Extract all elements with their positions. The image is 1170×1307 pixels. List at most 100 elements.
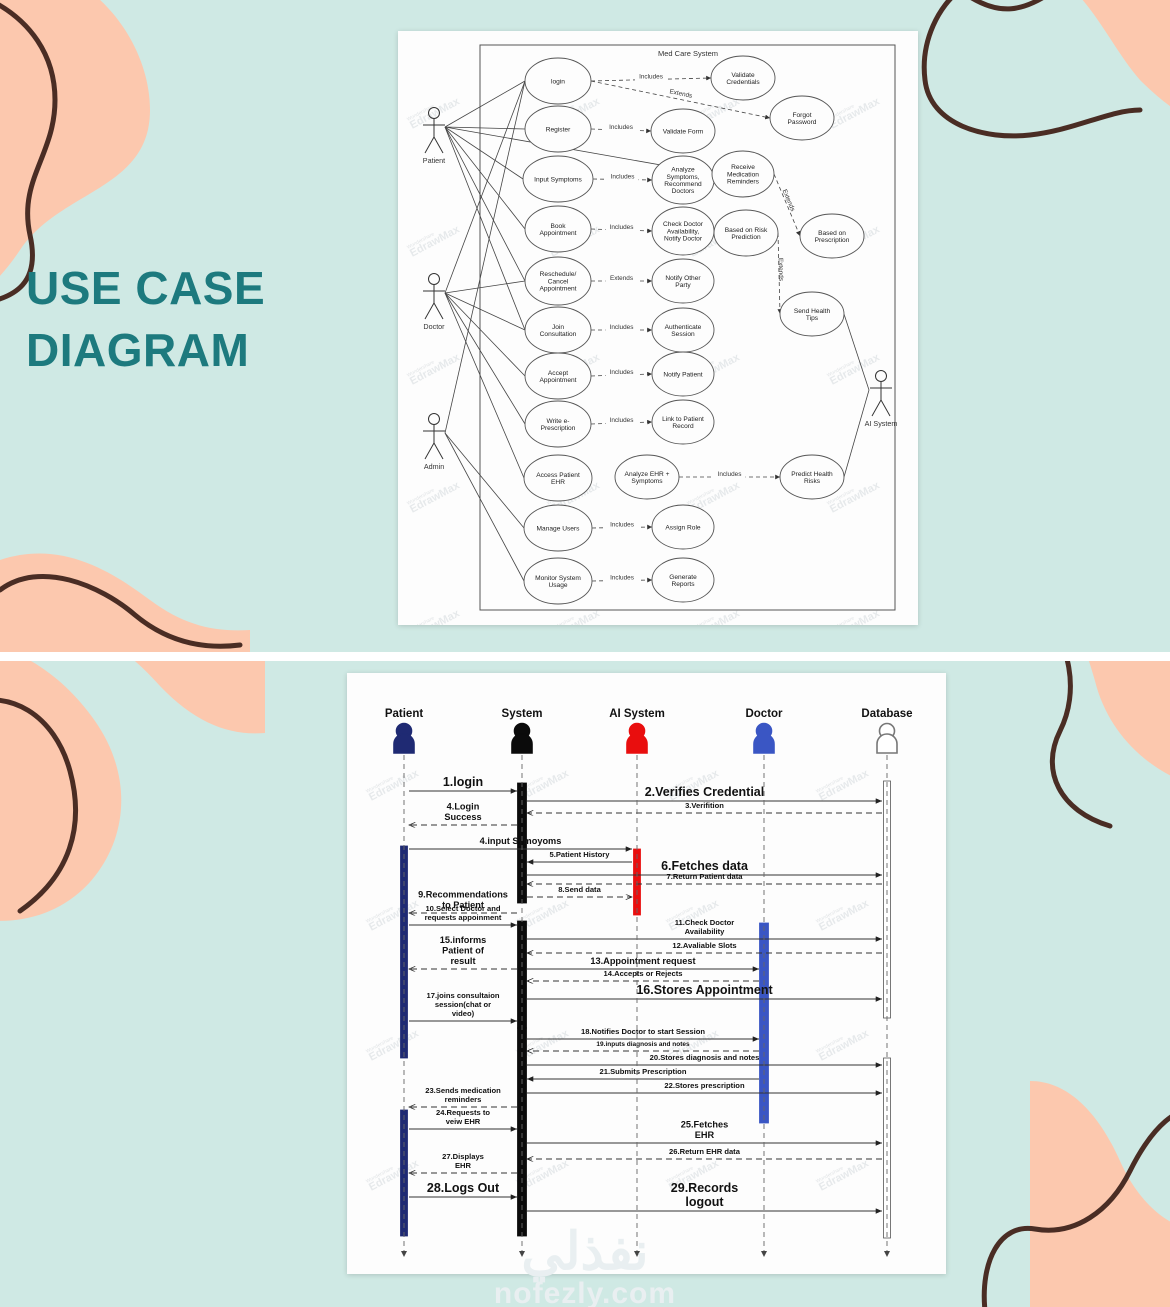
lifeline-label: System xyxy=(502,708,543,720)
message-label: session(chat or xyxy=(435,1000,491,1009)
use-case-label: Input Symptoms xyxy=(534,176,582,183)
lifeline-ai-system[interactable]: AI System xyxy=(609,708,665,1257)
use-case-label: Link to Patient xyxy=(662,416,704,423)
actor-label: Doctor xyxy=(423,322,445,331)
relation-label: Includes xyxy=(639,74,663,81)
lifeline-patient[interactable]: Patient xyxy=(385,708,424,1257)
message-label: 27.Displays xyxy=(442,1152,484,1161)
sequence-message-9: 8.Send data xyxy=(527,885,632,897)
relation-label: Extends xyxy=(669,88,693,100)
association-line xyxy=(444,292,526,331)
use-case-input_sym[interactable]: Input Symptoms xyxy=(522,155,594,203)
use-case-assign_role[interactable]: Assign Role xyxy=(651,504,715,550)
actor-patient: Patient xyxy=(423,107,445,165)
use-case-val_form[interactable]: Validate Form xyxy=(650,108,716,154)
use-case-label: Predict Health xyxy=(791,471,833,478)
sequence-message-6: 5.Patient History xyxy=(527,850,632,865)
use-case-notify_pat[interactable]: Notify Patient xyxy=(651,351,715,397)
relation-label: Extends xyxy=(781,188,796,212)
use-case-document[interactable]: WondershareEdrawMaxWondershareEdrawMaxWo… xyxy=(398,31,918,644)
relation-label: Includes xyxy=(611,174,635,181)
use-case-label: Appointment xyxy=(539,230,576,237)
use-case-manage_usr[interactable]: Manage Users xyxy=(523,504,593,552)
actor-body-icon xyxy=(626,733,648,754)
relation-label: Includes xyxy=(718,471,742,478)
association-line xyxy=(444,292,525,479)
sequence-message-20: 19.inputs diagnosis and notes xyxy=(527,1041,759,1051)
use-case-label: Usage xyxy=(548,582,567,589)
message-label: 5.Patient History xyxy=(550,850,611,859)
use-case-label: Cancel xyxy=(548,278,569,285)
use-case-label: Based on xyxy=(818,230,846,237)
use-case-analyze_ehr[interactable]: Analyze EHR +Symptoms xyxy=(614,454,680,500)
use-case-label: Risks xyxy=(804,478,821,485)
use-case-label: Consultation xyxy=(540,331,577,338)
sequence-actor-heads: Patient System AI System Doctor Database xyxy=(385,708,913,1257)
message-label: 2.Verifies Credential xyxy=(645,785,765,799)
message-label: 4.input Symoyoms xyxy=(480,836,562,846)
blob-top-left xyxy=(0,0,150,276)
relation-label: Includes xyxy=(610,575,634,582)
message-label: 9.Recommendations xyxy=(418,889,508,899)
message-label: Patient of xyxy=(442,945,485,955)
message-label: 16.Stores Appointment xyxy=(636,983,773,997)
sequence-message-7: 6.Fetches data xyxy=(527,859,882,878)
wave-top-right xyxy=(921,0,1143,139)
lifeline-system[interactable]: System xyxy=(502,708,543,1257)
use-case-caption-line2: DIAGRAM xyxy=(26,323,250,376)
use-case-label: Prescription xyxy=(541,425,576,432)
bottom-decoration xyxy=(0,661,1170,1307)
lifeline-doctor[interactable]: Doctor xyxy=(745,708,783,1257)
message-label: requests appoinment xyxy=(425,913,502,922)
use-case-label: Assign Role xyxy=(665,524,701,531)
association-line xyxy=(444,432,525,582)
message-label: Availability xyxy=(685,927,726,936)
top-decoration xyxy=(0,0,1170,652)
association-line xyxy=(843,313,870,391)
lifeline-database[interactable]: Database xyxy=(861,708,913,1257)
actor-body-icon xyxy=(511,733,533,754)
use-case-label: Party xyxy=(675,282,691,289)
message-label: 3.Verifition xyxy=(685,801,724,810)
use-case-login[interactable]: login xyxy=(524,57,592,105)
use-case-write_rx[interactable]: Write e-Prescription xyxy=(524,400,592,448)
use-case-register[interactable]: Register xyxy=(524,105,592,153)
use-case-label: Analyze EHR + xyxy=(625,471,670,478)
use-case-label: Reschedule/ xyxy=(540,271,577,278)
sequence-message-13: 12.Avaliable Slots xyxy=(527,941,882,953)
blob-b-left xyxy=(0,661,122,921)
actor-label: Patient xyxy=(423,156,445,165)
